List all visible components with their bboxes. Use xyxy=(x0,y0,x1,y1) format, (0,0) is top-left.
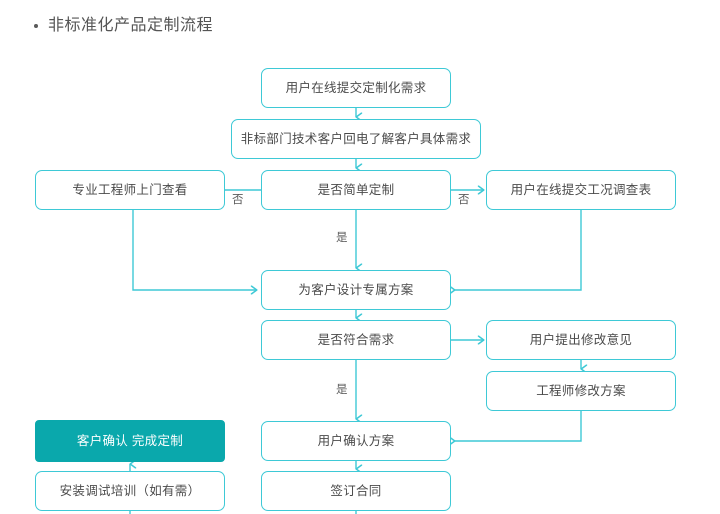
node-install-debug-training[interactable]: 安装调试培训（如有需） xyxy=(35,471,225,511)
node-engineer-onsite[interactable]: 专业工程师上门查看 xyxy=(35,170,225,210)
bullet-icon xyxy=(34,24,38,28)
node-label: 是否符合需求 xyxy=(317,332,395,347)
edge-n4-n6-path xyxy=(132,210,257,290)
node-label: 用户确认方案 xyxy=(317,433,395,448)
node-user-revision-feedback[interactable]: 用户提出修改意见 xyxy=(486,320,676,360)
edge-label-no-right: 否 xyxy=(458,194,470,206)
page-title-text: 非标准化产品定制流程 xyxy=(48,17,214,34)
node-sign-contract[interactable]: 签订合同 xyxy=(261,471,451,511)
node-customer-confirm-complete[interactable]: 客户确认 完成定制 xyxy=(35,420,225,462)
edge-label-yes-confirm: 是 xyxy=(336,384,348,396)
node-label: 非标部门技术客户回电了解客户具体需求 xyxy=(240,131,472,146)
page-title: 非标准化产品定制流程 xyxy=(34,18,213,34)
edge-n5-n6-path xyxy=(455,210,582,290)
node-engineer-revise-plan[interactable]: 工程师修改方案 xyxy=(486,371,676,411)
node-dept-callback[interactable]: 非标部门技术客户回电了解客户具体需求 xyxy=(231,119,481,159)
node-label: 专业工程师上门查看 xyxy=(72,182,188,197)
node-label: 工程师修改方案 xyxy=(536,383,626,398)
node-label: 用户在线提交工况调查表 xyxy=(510,182,652,197)
node-label: 为客户设计专属方案 xyxy=(298,282,414,297)
node-label: 签订合同 xyxy=(330,483,382,498)
node-design-solution[interactable]: 为客户设计专属方案 xyxy=(261,270,451,310)
node-meets-requirements[interactable]: 是否符合需求 xyxy=(261,320,451,360)
node-label: 是否简单定制 xyxy=(317,182,395,197)
node-user-submit-request[interactable]: 用户在线提交定制化需求 xyxy=(261,68,451,108)
node-label: 用户提出修改意见 xyxy=(529,332,633,347)
node-is-simple-custom[interactable]: 是否简单定制 xyxy=(261,170,451,210)
node-label: 用户在线提交定制化需求 xyxy=(285,80,427,95)
node-submit-survey-form[interactable]: 用户在线提交工况调查表 xyxy=(486,170,676,210)
node-user-confirm-plan[interactable]: 用户确认方案 xyxy=(261,421,451,461)
edge-label-no-left: 否 xyxy=(232,194,244,206)
node-label: 客户确认 完成定制 xyxy=(76,433,184,448)
edge-label-yes-design: 是 xyxy=(336,232,348,244)
node-label: 安装调试培训（如有需） xyxy=(59,483,201,498)
edge-n9-n10-path xyxy=(455,411,582,441)
